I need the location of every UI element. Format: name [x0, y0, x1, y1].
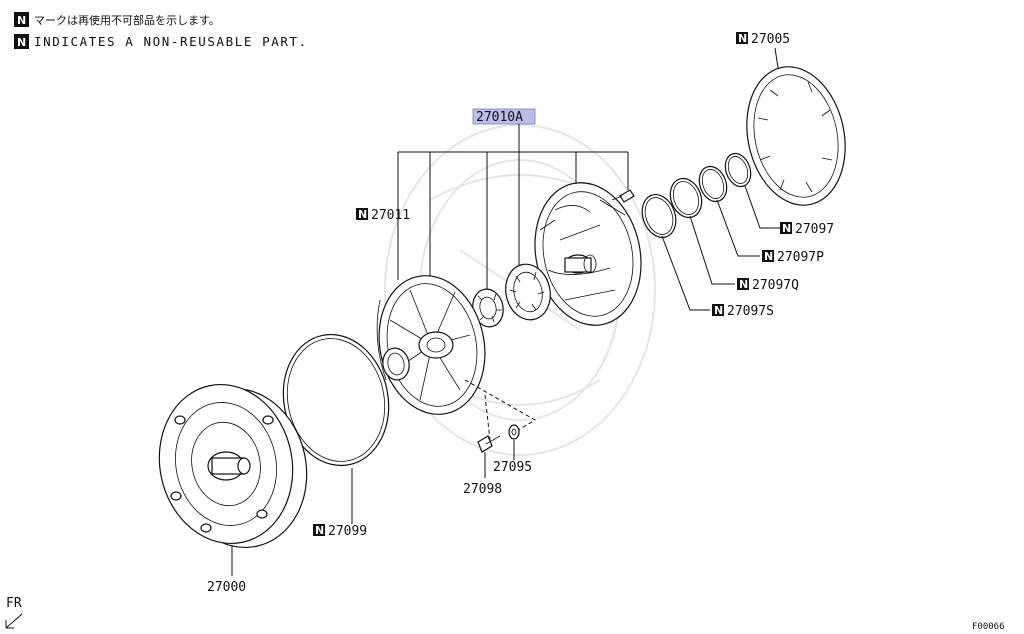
part-27097P-oring[interactable] — [695, 163, 732, 206]
label-27098[interactable]: 27098 — [463, 482, 502, 497]
figure-code: F00066 — [972, 622, 1005, 632]
fr-arrow-icon — [5, 613, 23, 629]
part-oil-seal[interactable] — [380, 346, 412, 383]
note-en: N INDICATES A NON-REUSABLE PART. — [14, 34, 308, 49]
label-27011[interactable]: 27011 — [371, 208, 410, 223]
n-badge-text: N — [764, 250, 773, 263]
note-en-text: INDICATES A NON-REUSABLE PART. — [34, 34, 308, 49]
label-27005[interactable]: 27005 — [751, 32, 790, 47]
label-27010A-highlight — [472, 108, 536, 125]
part-27097-oring[interactable] — [721, 150, 755, 190]
note-jp-text: マークは再使用不可部品を示します。 — [34, 13, 220, 27]
n-badge-text: N — [17, 36, 26, 49]
part-27005-gasket[interactable] — [734, 58, 857, 215]
part-inner-gear[interactable] — [469, 286, 506, 329]
n-badge-text: N — [714, 304, 723, 317]
part-cover-bolt[interactable] — [611, 189, 635, 203]
part-27095-washer[interactable] — [508, 424, 520, 440]
part-27099-oring[interactable] — [271, 325, 400, 476]
label-27097[interactable]: 27097 — [795, 222, 834, 237]
part-27011-pump-body[interactable] — [367, 266, 498, 425]
part-27097S-oring[interactable] — [636, 190, 681, 242]
part-27097Q-oring[interactable] — [665, 174, 707, 222]
direction-label: FR — [6, 596, 22, 611]
n-badge-text: N — [782, 222, 791, 235]
label-27097Q[interactable]: 27097Q — [752, 278, 799, 293]
note-jp: N マークは再使用不可部品を示します。 — [14, 12, 220, 27]
label-27097P[interactable]: 27097P — [777, 250, 824, 265]
n-badge-text: N — [739, 278, 748, 291]
part-27098-bolt[interactable] — [477, 435, 501, 453]
label-27097S[interactable]: 27097S — [727, 304, 774, 319]
n-badge-text: N — [17, 14, 26, 27]
label-27000[interactable]: 27000 — [207, 580, 246, 595]
label-27095[interactable]: 27095 — [493, 460, 532, 475]
n-badge-text: N — [738, 32, 747, 45]
label-27099[interactable]: 27099 — [328, 524, 367, 539]
part-27000-torque-converter[interactable] — [145, 372, 321, 560]
part-pump-cover[interactable] — [522, 173, 654, 335]
n-badge-text: N — [315, 524, 324, 537]
part-outer-gear[interactable] — [501, 260, 556, 324]
label-27010A[interactable]: 27010A — [476, 110, 523, 125]
n-badge-text: N — [358, 208, 367, 221]
